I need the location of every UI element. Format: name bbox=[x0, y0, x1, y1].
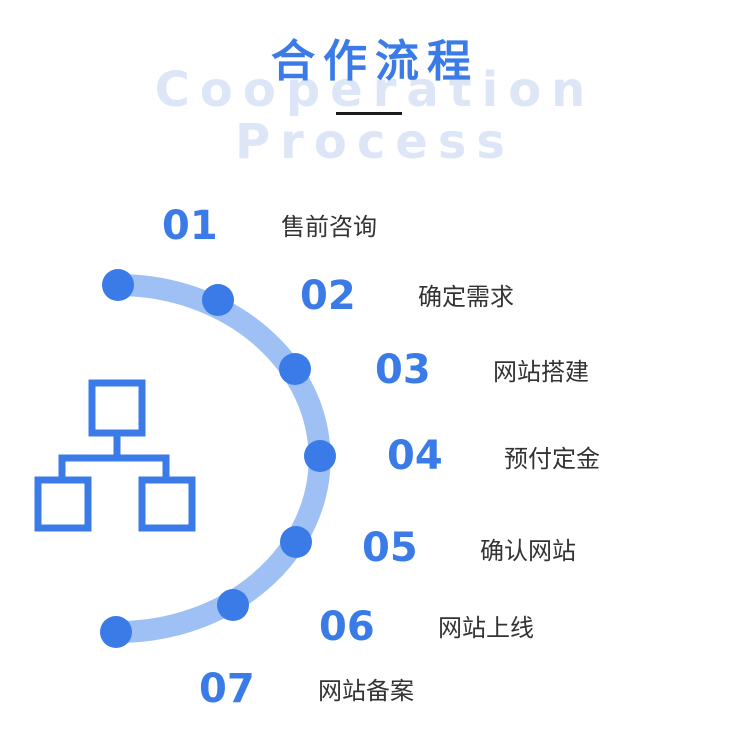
sitemap-icon bbox=[34, 379, 196, 532]
page-title: 合作流程 bbox=[271, 36, 479, 87]
step-dot-3 bbox=[279, 353, 311, 385]
step-label-5: 确认网站 bbox=[480, 537, 576, 565]
step-label-1: 售前咨询 bbox=[281, 213, 377, 241]
page-header: Cooperation Process 合作流程 bbox=[0, 0, 750, 170]
step-number-4: 04 bbox=[387, 433, 443, 479]
step-dot-4 bbox=[304, 440, 336, 472]
step-label-7: 网站备案 bbox=[318, 677, 414, 705]
step-dot-1 bbox=[102, 269, 134, 301]
step-number-6: 06 bbox=[319, 604, 375, 650]
step-number-7: 07 bbox=[199, 666, 255, 712]
step-dot-7 bbox=[100, 616, 132, 648]
step-dot-5 bbox=[280, 526, 312, 558]
step-label-3: 网站搭建 bbox=[493, 358, 589, 386]
step-label-4: 预付定金 bbox=[504, 445, 600, 473]
step-number-1: 01 bbox=[162, 203, 218, 249]
step-dot-2 bbox=[202, 284, 234, 316]
watermark-line-1: Cooperation bbox=[154, 62, 596, 118]
step-number-5: 05 bbox=[362, 525, 418, 571]
watermark-line-2: Process bbox=[235, 114, 515, 170]
step-label-6: 网站上线 bbox=[438, 614, 534, 642]
step-dot-6 bbox=[217, 589, 249, 621]
step-number-2: 02 bbox=[300, 273, 356, 319]
title-underline bbox=[336, 112, 402, 115]
step-label-2: 确定需求 bbox=[418, 283, 514, 311]
step-number-3: 03 bbox=[375, 347, 431, 393]
